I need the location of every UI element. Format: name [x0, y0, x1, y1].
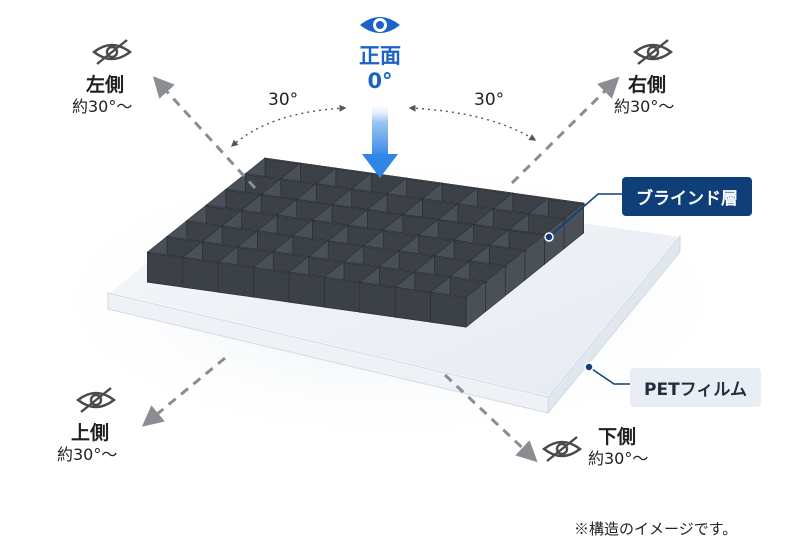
right-side-label: 右側 約30°～ [614, 74, 674, 116]
left-name: 左側 [86, 74, 125, 96]
left-range: 約30°～ [72, 96, 133, 116]
arrow-left [152, 76, 257, 190]
front-label: 正面 0° [350, 44, 410, 94]
front-view-arrow [362, 102, 398, 178]
footnote: ※構造のイメージです。 [574, 520, 738, 538]
front-arrow-head [362, 154, 398, 178]
angle-arc-right [408, 104, 537, 141]
blind-louver-edge [488, 244, 528, 252]
top-side-range: 約30°～ [57, 444, 118, 464]
bottom-side-label: 下側 約30°～ [588, 426, 648, 468]
arrow-top-side [141, 356, 226, 427]
eye-slash-icon [633, 39, 673, 65]
pet-film-leader [588, 366, 630, 385]
angle-arc-left [230, 104, 347, 147]
top-side-label: 上側 約30°～ [57, 422, 117, 464]
film-side-face [547, 234, 681, 415]
blind-louver-edge [449, 276, 489, 284]
blind-layer-leader [548, 193, 622, 238]
eye-slash-icon [76, 387, 116, 413]
blind-layer-grid [146, 157, 587, 328]
right-name: 右側 [628, 74, 667, 96]
right-range: 約30°～ [614, 96, 675, 116]
callout-connectors [544, 193, 630, 385]
blind-louver-edge [429, 291, 469, 299]
top-side-name: 上側 [71, 422, 110, 444]
left-side-label: 左側 約30°～ [72, 74, 132, 116]
pet-film-callout: PETフィルム [630, 368, 761, 407]
arrow-bottom-side [443, 373, 538, 463]
blind-louver-edge [547, 197, 587, 205]
angle-label-right: 30° [474, 90, 505, 110]
blind-layer-dot [544, 232, 554, 242]
eye-slash-icon [92, 39, 132, 65]
bottom-side-name: 下側 [598, 426, 637, 448]
angle-label-left: 30° [268, 90, 299, 110]
front-arrow-shaft [372, 102, 388, 158]
front-angle: 0° [367, 69, 393, 94]
arrow-right [510, 76, 620, 185]
blind-louver-edge [527, 213, 567, 221]
front-name: 正面 [359, 44, 401, 68]
blind-louver-edge [468, 260, 508, 268]
eye-icon [360, 17, 400, 33]
pet-film-dot [584, 362, 594, 372]
eye-slash-icon [542, 436, 582, 462]
viewing-direction-arrows [141, 76, 620, 463]
bottom-side-range: 約30°～ [588, 448, 649, 468]
blind-layer-callout: ブラインド層 [622, 177, 752, 216]
